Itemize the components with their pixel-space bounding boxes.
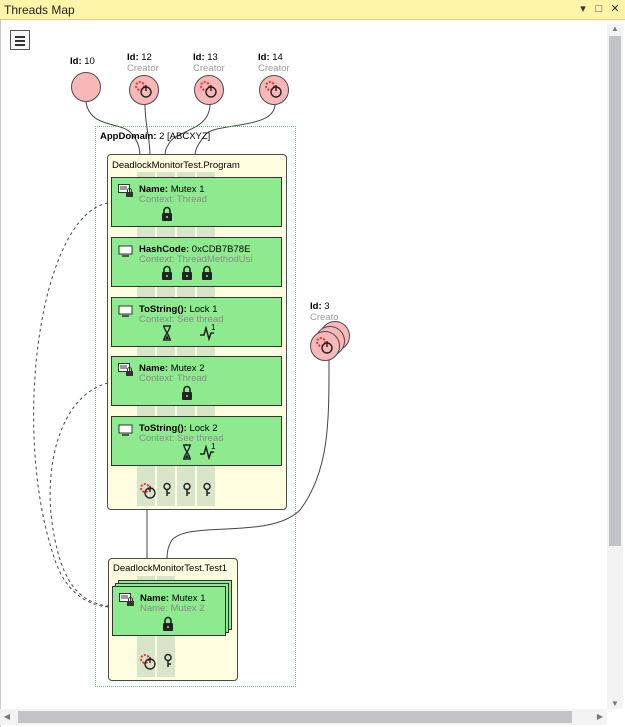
mutex-icon [118, 363, 133, 376]
mutex-icon [118, 184, 133, 197]
hamburger-icon [15, 36, 25, 38]
horizontal-scroll-thumb[interactable] [18, 711, 572, 723]
thread-id-label: Id: 3 [310, 301, 330, 312]
thread-id-label: Id: 13 [193, 52, 218, 63]
window-title: Threads Map [4, 3, 75, 17]
power-icon [316, 337, 333, 354]
thread-3-node[interactable] [310, 331, 340, 361]
monitor-icon [118, 424, 133, 436]
wait-signal-icon [200, 444, 214, 460]
sync-object-lock-2[interactable]: ToString(): Lock 2 Context: See thread [111, 416, 282, 466]
object-context: Context: See thread [139, 434, 224, 444]
type-title: DeadlockMonitorTest.Program [112, 160, 240, 171]
mutex-icon [119, 593, 134, 606]
window-title-bar: Threads Map ▾ □ ✕ [0, 0, 625, 20]
monitor-icon [118, 305, 133, 317]
thread-13-node[interactable] [194, 75, 224, 105]
threads-map-canvas[interactable] [0, 20, 625, 727]
key-icon [164, 653, 172, 667]
sync-object-lock-1[interactable]: ToString(): Lock 1 Context: See thread [111, 297, 282, 347]
scroll-down-icon[interactable]: ▼ [611, 699, 619, 708]
lock-icon [162, 265, 172, 280]
hourglass-icon [163, 325, 171, 341]
object-name: Name: Mutex 2 [139, 363, 205, 374]
thread-sub-label: Creator [127, 63, 159, 74]
dropdown-icon[interactable]: ▾ [580, 3, 586, 15]
horizontal-scrollbar[interactable]: ◀ ▶ [0, 709, 607, 725]
lock-icon [162, 206, 172, 221]
power-icon [200, 81, 217, 98]
object-context: Context: Thread [139, 374, 207, 384]
thread-14-node[interactable] [259, 75, 289, 105]
vertical-scrollbar[interactable]: ▲ ▼ [607, 24, 623, 709]
lock-icon [182, 385, 192, 400]
key-icon [183, 482, 191, 496]
vertical-scroll-thumb[interactable] [609, 36, 621, 546]
object-context: Context: See thread [139, 315, 224, 325]
maximize-icon[interactable]: □ [595, 3, 603, 15]
sync-object-mutex-stack[interactable]: Name: Mutex 1 Name: Mutex 2 [112, 586, 226, 636]
scroll-right-icon[interactable]: ▶ [596, 712, 604, 721]
object-name: ToString(): Lock 1 [139, 304, 218, 315]
power-icon [265, 81, 282, 98]
key-icon [163, 482, 171, 496]
thread-id-label: Id: 10 [70, 56, 95, 67]
type-title: DeadlockMonitorTest.Test1 [113, 563, 228, 574]
lock-icon [163, 616, 173, 631]
key-icon [203, 482, 211, 496]
thread-id-label: Id: 12 [127, 52, 152, 63]
hourglass-icon [183, 444, 191, 460]
object-context: Context: Thread [139, 195, 207, 205]
sync-object-hashcode[interactable]: HashCode: 0xCDB7B78E Context: ThreadMeth… [111, 237, 282, 287]
wait-count: 1 [211, 323, 216, 332]
appdomain-label: AppDomain: 2 [ABCXYZ] [100, 131, 211, 142]
appdomain-frame [95, 126, 296, 687]
thread-sub-label: Creator [193, 63, 225, 74]
object-name: Name: Mutex 1 [139, 184, 205, 195]
object-name: HashCode: 0xCDB7B78E [139, 244, 251, 255]
wait-signal-icon [200, 325, 214, 341]
scroll-up-icon[interactable]: ▲ [611, 24, 619, 33]
object-name: Name: Mutex 1 [140, 593, 206, 604]
thread-12-node[interactable] [129, 75, 159, 105]
power-icon [135, 81, 152, 98]
thread-sub-label: Creato [310, 312, 339, 323]
close-icon[interactable]: ✕ [610, 3, 620, 15]
object-context: Name: Mutex 2 [140, 604, 205, 614]
thread-10-node[interactable] [71, 72, 101, 102]
object-context: Context: ThreadMethodUsi [139, 255, 253, 265]
menu-button[interactable] [10, 30, 30, 50]
lock-icon [182, 265, 192, 280]
wait-count: 1 [211, 442, 216, 451]
lock-icon [202, 265, 212, 280]
thread-start-icon [140, 483, 156, 499]
object-name: ToString(): Lock 2 [139, 423, 218, 434]
thread-id-label: Id: 14 [258, 52, 283, 63]
scroll-left-icon[interactable]: ◀ [3, 712, 11, 721]
thread-sub-label: Creator [258, 63, 290, 74]
thread-start-icon [140, 654, 156, 670]
sync-object-mutex-2[interactable]: Name: Mutex 2 Context: Thread [111, 356, 282, 406]
sync-object-mutex-1[interactable]: Name: Mutex 1 Context: Thread [111, 177, 282, 227]
monitor-icon [118, 245, 133, 257]
